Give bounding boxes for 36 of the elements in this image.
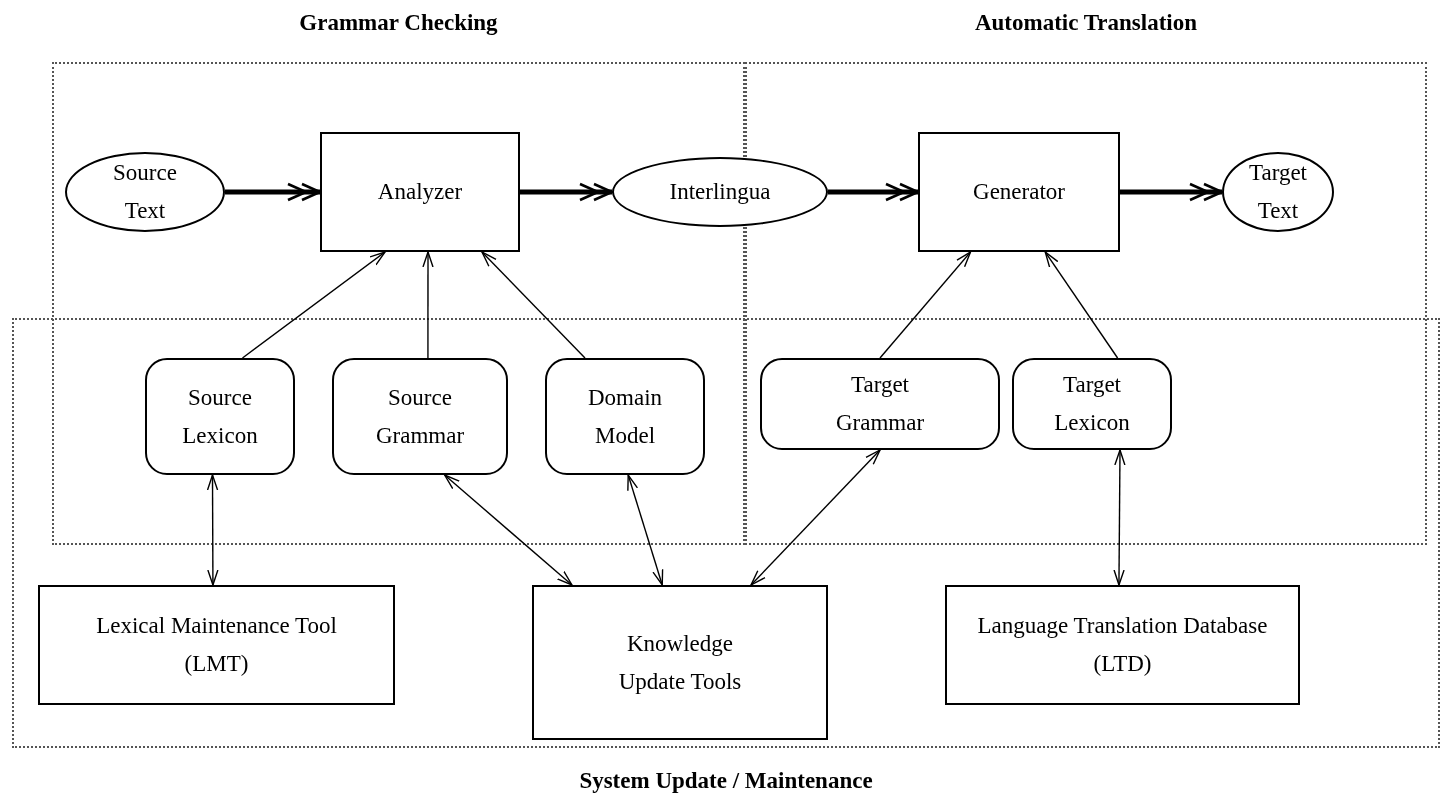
process-box bbox=[532, 585, 828, 740]
node-label: Source Lexicon bbox=[181, 383, 259, 450]
node-label: Analyzer bbox=[377, 178, 463, 206]
arrow bbox=[241, 251, 386, 359]
arrow bbox=[750, 449, 881, 586]
node-label: Interlingua bbox=[669, 178, 771, 206]
process-box bbox=[945, 585, 1300, 705]
arrow bbox=[879, 251, 972, 359]
arrow bbox=[627, 474, 664, 586]
rounded-box bbox=[760, 358, 1000, 450]
process-box bbox=[918, 132, 1120, 252]
arrow bbox=[481, 251, 586, 359]
node-label: Domain Model bbox=[586, 383, 664, 450]
process-box bbox=[38, 585, 395, 705]
arrow bbox=[422, 251, 434, 359]
process-box bbox=[320, 132, 520, 252]
node-label: Source Grammar bbox=[374, 383, 466, 450]
node-label: Source Text bbox=[112, 159, 178, 225]
arrow bbox=[1044, 251, 1119, 359]
node-label: Target Text bbox=[1248, 159, 1308, 225]
node-label: Lexical Maintenance Tool (LMT) bbox=[95, 612, 338, 678]
rounded-box bbox=[1012, 358, 1172, 450]
rounded-box bbox=[545, 358, 705, 475]
arrow bbox=[206, 474, 219, 586]
node-label: Generator bbox=[973, 178, 1065, 206]
node-label: Knowledge Update Tools bbox=[617, 629, 743, 696]
node-label: Language Translation Database (LTD) bbox=[976, 612, 1269, 678]
region-title: System Update / Maintenance bbox=[579, 767, 873, 795]
rounded-box bbox=[145, 358, 295, 475]
node-label: Target Grammar bbox=[834, 371, 926, 437]
region-title: Grammar Checking bbox=[299, 9, 498, 37]
arrow bbox=[443, 474, 573, 586]
arrow bbox=[1113, 449, 1126, 586]
rounded-box bbox=[332, 358, 508, 475]
region-title: Automatic Translation bbox=[974, 9, 1198, 37]
node-label: Target Lexicon bbox=[1053, 371, 1131, 437]
